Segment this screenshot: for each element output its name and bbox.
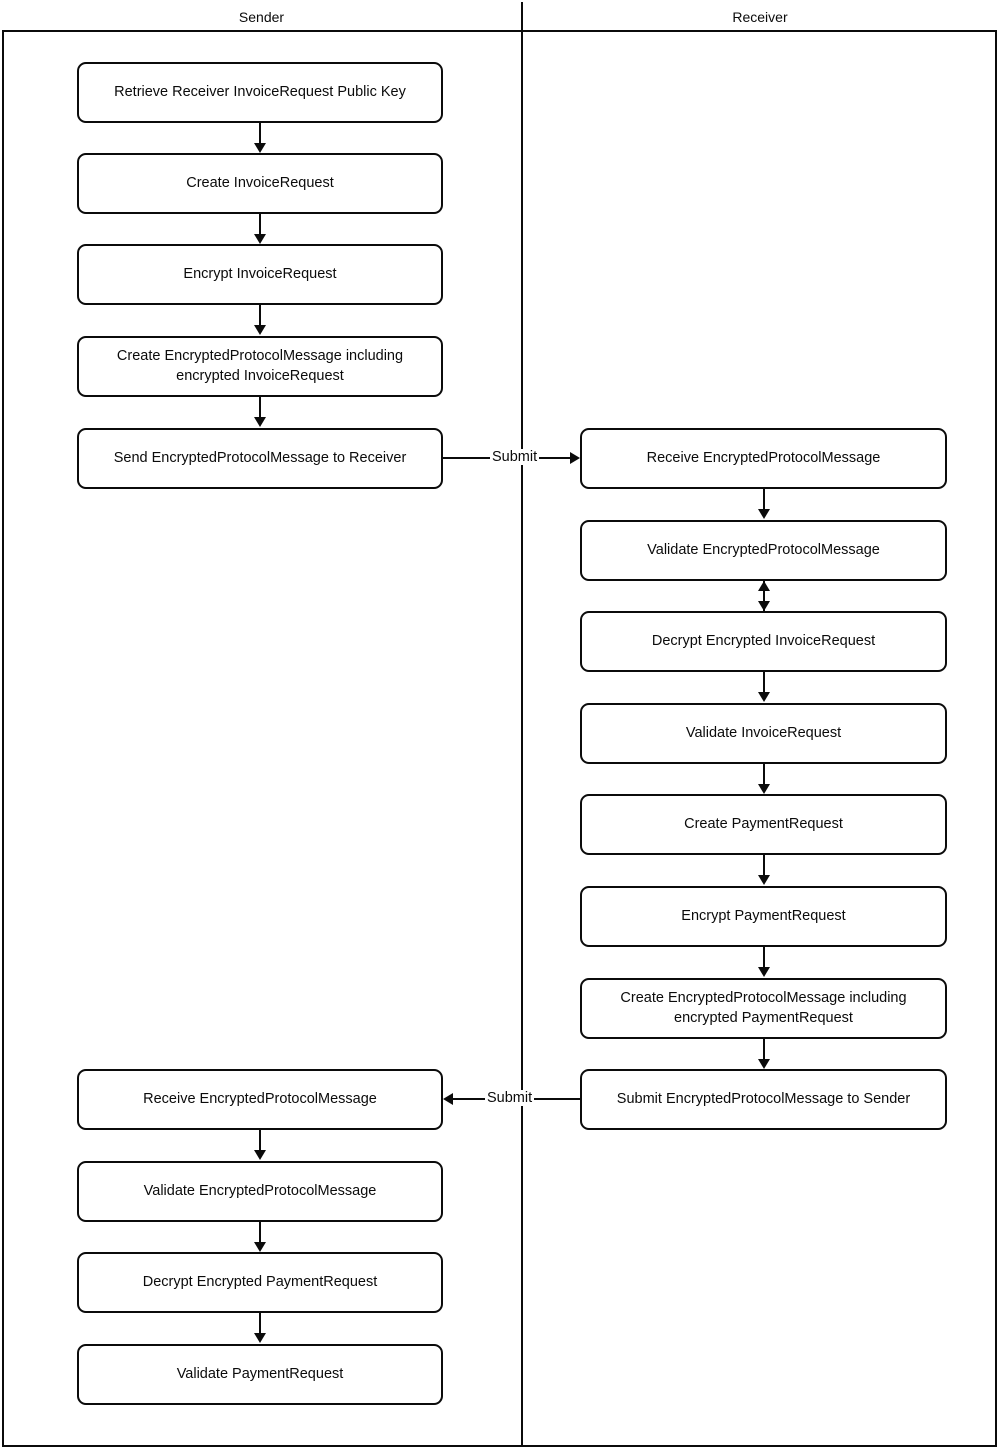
arrowhead-submit-to-receiver xyxy=(570,452,580,464)
edge-label-submit-to-receiver: Submit xyxy=(490,449,540,465)
node-label: Create EncryptedProtocolMessage includin… xyxy=(116,347,404,384)
node-label: Send EncryptedProtocolMessage to Receive… xyxy=(113,449,407,466)
arrowhead-r4-r5 xyxy=(758,784,770,794)
connector-r3-r4 xyxy=(763,672,765,694)
arrowhead-s4-s5 xyxy=(254,417,266,427)
arrowhead-r1-r2 xyxy=(758,509,770,519)
connector-r7-r8 xyxy=(763,1039,765,1061)
process-node-validate-paymentrequest[interactable]: Validate PaymentRequest xyxy=(77,1344,443,1405)
node-label: Receive EncryptedProtocolMessage xyxy=(143,1090,377,1107)
arrowhead-s1-s2 xyxy=(254,143,266,153)
node-label: Submit EncryptedProtocolMessage to Sende… xyxy=(616,1090,911,1107)
process-node-receive-epm-sender[interactable]: Receive EncryptedProtocolMessage xyxy=(77,1069,443,1130)
arrowhead-submit-to-sender xyxy=(443,1093,453,1105)
edge-label-submit-to-sender: Submit xyxy=(485,1090,535,1106)
node-label: Encrypt InvoiceRequest xyxy=(183,265,337,282)
process-node-decrypt-paymentrequest[interactable]: Decrypt Encrypted PaymentRequest xyxy=(77,1252,443,1313)
process-node-create-epm-invoicerequest[interactable]: Create EncryptedProtocolMessage includin… xyxy=(77,336,443,397)
connector-s2-s3 xyxy=(259,214,261,236)
lane-header-sender: Sender xyxy=(2,2,521,32)
connector-r5-r6 xyxy=(763,855,765,877)
connector-s7-s8 xyxy=(259,1222,261,1244)
node-label: Receive EncryptedProtocolMessage xyxy=(646,449,881,466)
process-node-decrypt-invoicerequest[interactable]: Decrypt Encrypted InvoiceRequest xyxy=(580,611,947,672)
arrowhead-s7-s8 xyxy=(254,1242,266,1252)
process-node-send-epm-to-receiver[interactable]: Send EncryptedProtocolMessage to Receive… xyxy=(77,428,443,489)
arrowhead-s2-s3 xyxy=(254,234,266,244)
arrowhead-s8-s9 xyxy=(254,1333,266,1343)
process-node-encrypt-invoicerequest[interactable]: Encrypt InvoiceRequest xyxy=(77,244,443,305)
process-node-submit-epm-to-sender[interactable]: Submit EncryptedProtocolMessage to Sende… xyxy=(580,1069,947,1130)
process-node-receive-epm-receiver[interactable]: Receive EncryptedProtocolMessage xyxy=(580,428,947,489)
lane-divider xyxy=(521,2,523,1447)
node-label: Create PaymentRequest xyxy=(684,815,843,832)
connector-s1-s2 xyxy=(259,123,261,145)
connector-s3-s4 xyxy=(259,305,261,327)
connector-r1-r2 xyxy=(763,489,765,511)
connector-s6-s7 xyxy=(259,1130,261,1152)
node-label: Retrieve Receiver InvoiceRequest Public … xyxy=(114,83,406,100)
connector-r4-r5 xyxy=(763,764,765,786)
arrowhead-s3-s4 xyxy=(254,325,266,335)
process-node-validate-epm-receiver[interactable]: Validate EncryptedProtocolMessage xyxy=(580,520,947,581)
connector-r6-r7 xyxy=(763,947,765,969)
node-label: Decrypt Encrypted InvoiceRequest xyxy=(651,632,876,649)
node-label: Encrypt PaymentRequest xyxy=(681,907,846,924)
arrowhead-r7-r8 xyxy=(758,1059,770,1069)
node-label: Validate EncryptedProtocolMessage xyxy=(143,1182,377,1199)
node-label: Create InvoiceRequest xyxy=(186,174,334,191)
process-node-validate-invoicerequest[interactable]: Validate InvoiceRequest xyxy=(580,703,947,764)
arrowhead-r6-r7 xyxy=(758,967,770,977)
node-label: Validate EncryptedProtocolMessage xyxy=(647,541,880,558)
node-label: Create EncryptedProtocolMessage includin… xyxy=(620,989,907,1026)
process-node-retrieve-public-key[interactable]: Retrieve Receiver InvoiceRequest Public … xyxy=(77,62,443,123)
node-label: Decrypt Encrypted PaymentRequest xyxy=(142,1273,378,1290)
process-node-create-epm-paymentrequest[interactable]: Create EncryptedProtocolMessage includin… xyxy=(580,978,947,1039)
connector-r2-r3-bidirectional xyxy=(763,581,765,611)
process-node-create-invoicerequest[interactable]: Create InvoiceRequest xyxy=(77,153,443,214)
arrowhead-r5-r6 xyxy=(758,875,770,885)
node-label: Validate PaymentRequest xyxy=(176,1365,344,1382)
arrowhead-r2-to-r3 xyxy=(758,601,770,611)
lane-header-receiver-label: Receiver xyxy=(732,9,788,25)
arrowhead-r3-to-r2 xyxy=(758,581,770,591)
process-node-encrypt-paymentrequest[interactable]: Encrypt PaymentRequest xyxy=(580,886,947,947)
connector-s4-s5 xyxy=(259,397,261,419)
arrowhead-s6-s7 xyxy=(254,1150,266,1160)
arrowhead-r3-r4 xyxy=(758,692,770,702)
node-label: Validate InvoiceRequest xyxy=(685,724,842,741)
lane-header-sender-label: Sender xyxy=(238,9,285,25)
connector-s8-s9 xyxy=(259,1313,261,1335)
process-node-validate-epm-sender[interactable]: Validate EncryptedProtocolMessage xyxy=(77,1161,443,1222)
lane-header-receiver: Receiver xyxy=(523,2,997,32)
process-node-create-paymentrequest[interactable]: Create PaymentRequest xyxy=(580,794,947,855)
